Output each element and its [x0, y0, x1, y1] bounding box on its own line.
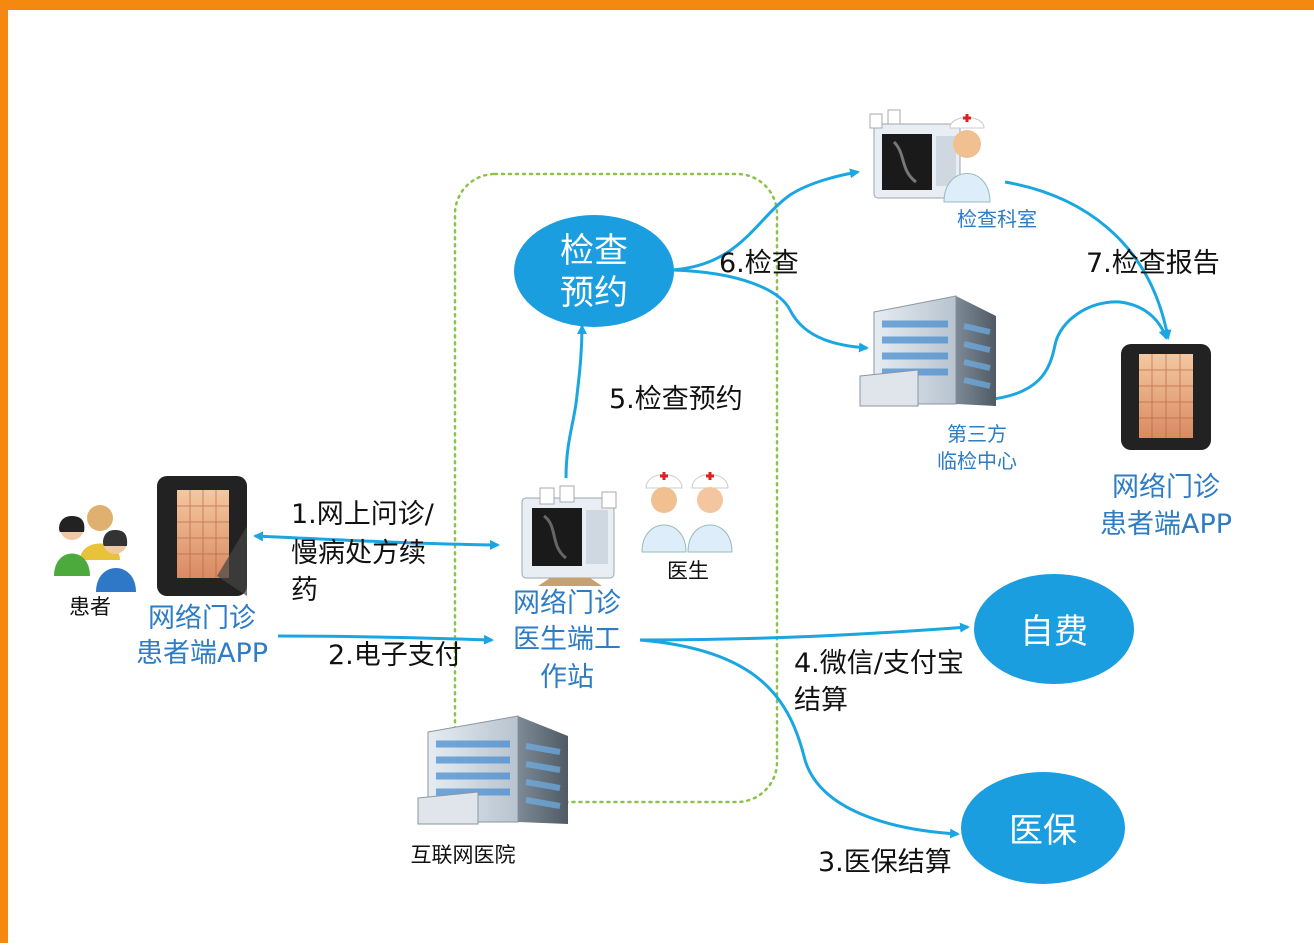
flow-4-line-2: 结算	[794, 685, 848, 716]
frame-top	[0, 0, 1314, 10]
patients-icon	[54, 505, 136, 592]
flow-1-line-1: 1.网上问诊/	[291, 499, 435, 530]
flow-label-6: 6.检查	[719, 248, 799, 279]
flow-label-4: 4.微信/支付宝 结算	[794, 648, 964, 716]
workstation-line-1: 网络门诊	[513, 588, 621, 619]
flow-label-3: 3.医保结算	[818, 847, 952, 878]
third-party-lab-label: 第三方 临检中心	[937, 422, 1017, 473]
flow-line-5	[564, 324, 587, 479]
insurance-node: 医保	[961, 772, 1125, 884]
flow-line-2	[277, 634, 494, 645]
exam-booking-ellipse	[514, 215, 674, 327]
exam-booking-line-1: 检查	[560, 231, 628, 271]
flow-line-7b	[984, 300, 1169, 402]
internet-hospital-boundary	[453, 172, 779, 804]
patient-app-right-line-2: 患者端APP	[1100, 509, 1232, 540]
flow-line-6a	[671, 168, 860, 272]
lab-building-icon	[859, 295, 996, 407]
insurance-ellipse	[961, 772, 1125, 884]
self-pay-label: 自费	[1020, 612, 1088, 652]
exam-booking-node: 检查 预约	[514, 215, 674, 327]
insurance-label: 医保	[1009, 811, 1077, 851]
flow-line-7a	[1004, 180, 1172, 340]
frame-left	[0, 0, 8, 943]
lab-doctor-icon	[869, 109, 991, 203]
patient-app-right-line-1: 网络门诊	[1112, 472, 1220, 503]
exam-booking-line-2: 预约	[560, 273, 628, 313]
workstation-label: 网络门诊 医生端工 作站	[513, 588, 621, 693]
phone-icon	[157, 476, 247, 596]
patient-label: 患者	[69, 595, 111, 619]
flow-line-6b	[671, 268, 869, 353]
flow-lines	[253, 168, 1172, 839]
flow-label-1: 1.网上问诊/ 慢病处方续 药	[291, 499, 435, 606]
doctor-label: 医生	[667, 559, 709, 583]
internet-hospital-label: 互联网医院	[411, 843, 516, 867]
flow-label-5: 5.检查预约	[609, 384, 743, 415]
self-pay-ellipse	[974, 574, 1134, 684]
patient-app-left-label: 网络门诊 患者端APP	[136, 603, 268, 669]
doctors-icon	[641, 472, 733, 553]
patient-app-left-line-1: 网络门诊	[148, 603, 256, 634]
flow-line-1	[253, 531, 500, 550]
doctor-workstation-icon	[521, 485, 617, 586]
workstation-line-3: 作站	[540, 662, 594, 693]
phone-icon	[1121, 344, 1211, 450]
patient-app-right-label: 网络门诊 患者端APP	[1100, 472, 1232, 540]
exam-dept-label: 检查科室	[957, 207, 1037, 231]
workstation-line-2: 医生端工	[513, 624, 621, 655]
third-party-lab-line-1: 第三方	[947, 422, 1007, 446]
flow-line-4	[639, 622, 970, 642]
flow-1-line-3: 药	[291, 575, 318, 606]
flow-1-line-2: 慢病处方续	[291, 538, 426, 569]
flow-label-2: 2.电子支付	[328, 640, 462, 671]
patient-app-left-line-2: 患者端APP	[136, 638, 268, 669]
hospital-building-icon	[417, 715, 568, 825]
flow-4-line-1: 4.微信/支付宝	[794, 648, 964, 679]
third-party-lab-line-2: 临检中心	[937, 449, 1017, 473]
self-pay-node: 自费	[974, 574, 1134, 684]
flow-line-3	[639, 638, 960, 839]
flow-label-7: 7.检查报告	[1086, 248, 1220, 279]
